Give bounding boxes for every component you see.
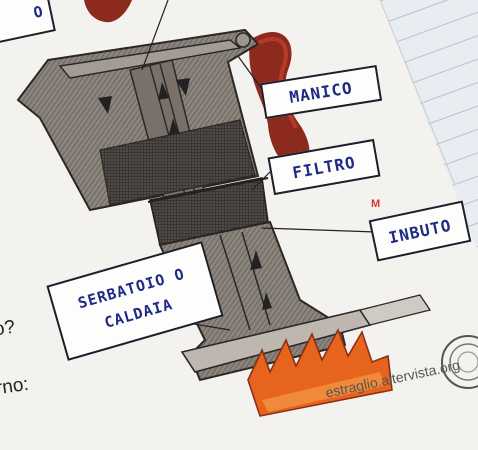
label-partial-top-text: O: [32, 2, 46, 22]
margin-text-1: o?: [0, 317, 17, 342]
correction-mark: M: [371, 198, 380, 210]
margin-text-2: rno:: [0, 374, 30, 400]
label-manico-text: MANICO: [288, 78, 354, 107]
label-imbuto-text: INBUTO: [387, 215, 453, 247]
label-filtro-text: FILTRO: [291, 152, 357, 182]
